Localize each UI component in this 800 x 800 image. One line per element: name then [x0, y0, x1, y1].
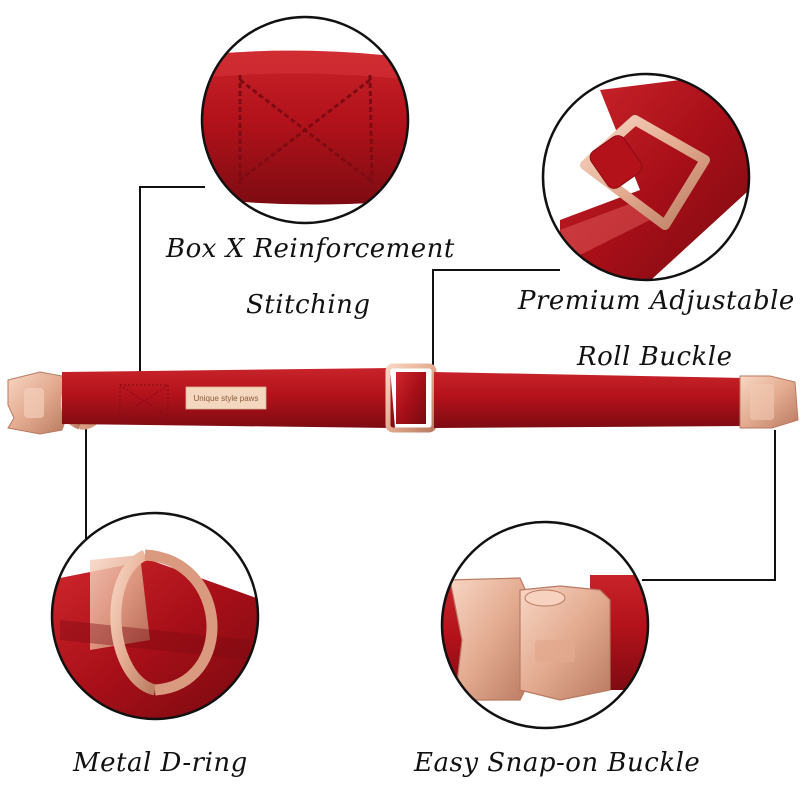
connector-adjustable: [432, 269, 560, 375]
collar: Unique style paws: [7, 363, 799, 435]
stitching-label-line2: Stitching: [246, 290, 371, 320]
adjustable-label-line2: Roll Buckle: [577, 342, 733, 372]
collar-right-buckle: [739, 375, 799, 429]
connector-stitching: [139, 186, 205, 375]
collar-slide-buckle: [385, 363, 437, 433]
detail-d-ring-circle: [50, 511, 260, 721]
snap-buckle-label: Easy Snap-on Buckle: [414, 748, 701, 778]
detail-snap-buckle-circle: [440, 520, 650, 730]
d-ring-shape: [110, 549, 218, 696]
brand-tag: Unique style paws: [185, 386, 267, 410]
detail-stitching-circle: [200, 15, 410, 225]
collar-left-buckle: [7, 371, 67, 435]
stitching-label-line1: Box X Reinforcement: [166, 234, 455, 264]
connector-d-ring: [85, 420, 105, 541]
roll-buckle-frame: [580, 115, 710, 230]
collar-box-stitching: [119, 384, 169, 418]
snap-buckle-shape: [449, 577, 611, 701]
brand-tag-text: Unique style paws: [194, 394, 259, 403]
adjustable-label-line1: Premium Adjustable: [518, 286, 795, 316]
d-ring-label: Metal D-ring: [73, 748, 248, 778]
detail-adjustable-circle: [541, 72, 751, 282]
connector-snap-buckle: [642, 430, 776, 581]
